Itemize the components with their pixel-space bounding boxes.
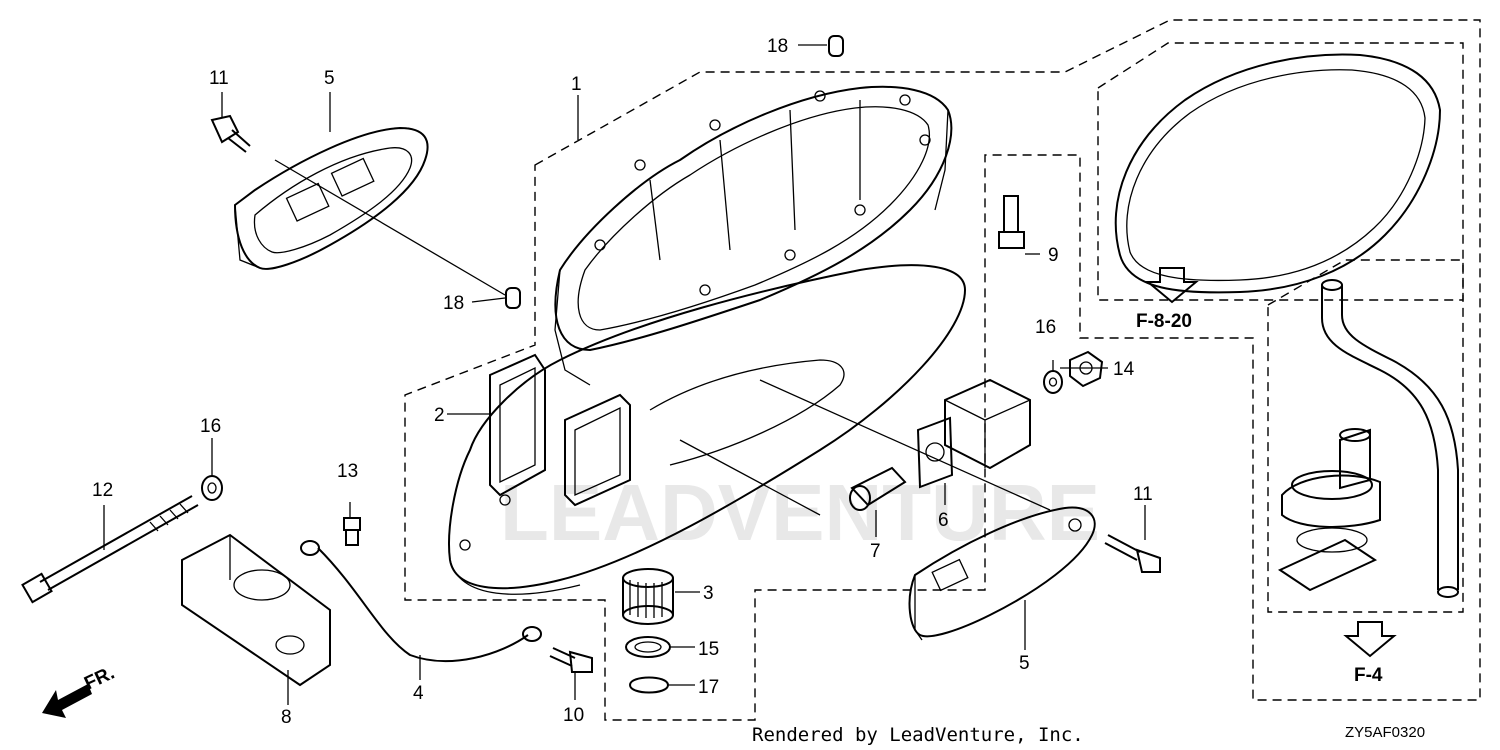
water-tube [1277, 279, 1459, 598]
callout-15[interactable]: 15 [698, 639, 719, 660]
callout-6[interactable]: 6 [938, 510, 949, 531]
reference-arrows: F-8-20 F-4 [1136, 267, 1397, 686]
cover-top-left [233, 126, 429, 270]
callout-3[interactable]: 3 [703, 583, 714, 604]
footer-credit: Rendered by LeadVenture, Inc. [752, 724, 1084, 746]
leader-lines [103, 44, 1146, 705]
diagram-code: ZY5AF0320 [1345, 724, 1425, 741]
long-bolt [21, 495, 199, 604]
callout-5-top[interactable]: 5 [324, 68, 335, 89]
callout-2[interactable]: 2 [434, 405, 445, 426]
front-arrow-icon [42, 684, 92, 718]
callout-14[interactable]: 14 [1113, 359, 1135, 380]
group-outlines [404, 19, 1481, 721]
callout-16-left[interactable]: 16 [200, 416, 221, 437]
callout-18-top[interactable]: 18 [767, 36, 788, 57]
mount-bracket [916, 378, 1031, 489]
gasket [1114, 53, 1442, 294]
callout-1[interactable]: 1 [571, 74, 582, 95]
callout-8[interactable]: 8 [281, 707, 292, 728]
lower-case [448, 264, 967, 595]
callout-17[interactable]: 17 [698, 677, 719, 698]
collar [849, 466, 907, 511]
callout-7[interactable]: 7 [870, 541, 881, 562]
cover-lower-right [908, 506, 1096, 641]
callout-13[interactable]: 13 [337, 461, 358, 482]
callout-9[interactable]: 9 [1048, 245, 1059, 266]
small-parts [201, 35, 1161, 694]
reference-water-pump[interactable]: F-4 [1354, 665, 1383, 686]
callouts: 1 2 3 4 5 5 6 7 8 9 10 11 11 12 13 14 15… [92, 36, 1153, 728]
arrow-down-icon [1145, 267, 1199, 304]
callout-4[interactable]: 4 [413, 683, 424, 704]
arrow-down-icon [1343, 621, 1397, 658]
callout-10[interactable]: 10 [563, 705, 584, 726]
callout-11-right[interactable]: 11 [1133, 484, 1153, 505]
callout-12[interactable]: 12 [92, 480, 113, 501]
front-direction: FR. [42, 663, 118, 718]
callout-18-left[interactable]: 18 [443, 293, 464, 314]
oil-case [554, 85, 953, 386]
watermark-text: LEADVENTURE [500, 468, 1100, 557]
callout-16-right[interactable]: 16 [1035, 317, 1056, 338]
clamp-block [181, 533, 331, 687]
callout-11-top[interactable]: 11 [209, 68, 229, 89]
watermark: LEADVENTURE [500, 468, 1100, 557]
callout-5-bottom[interactable]: 5 [1019, 653, 1030, 674]
reference-gasket[interactable]: F-8-20 [1136, 311, 1192, 332]
